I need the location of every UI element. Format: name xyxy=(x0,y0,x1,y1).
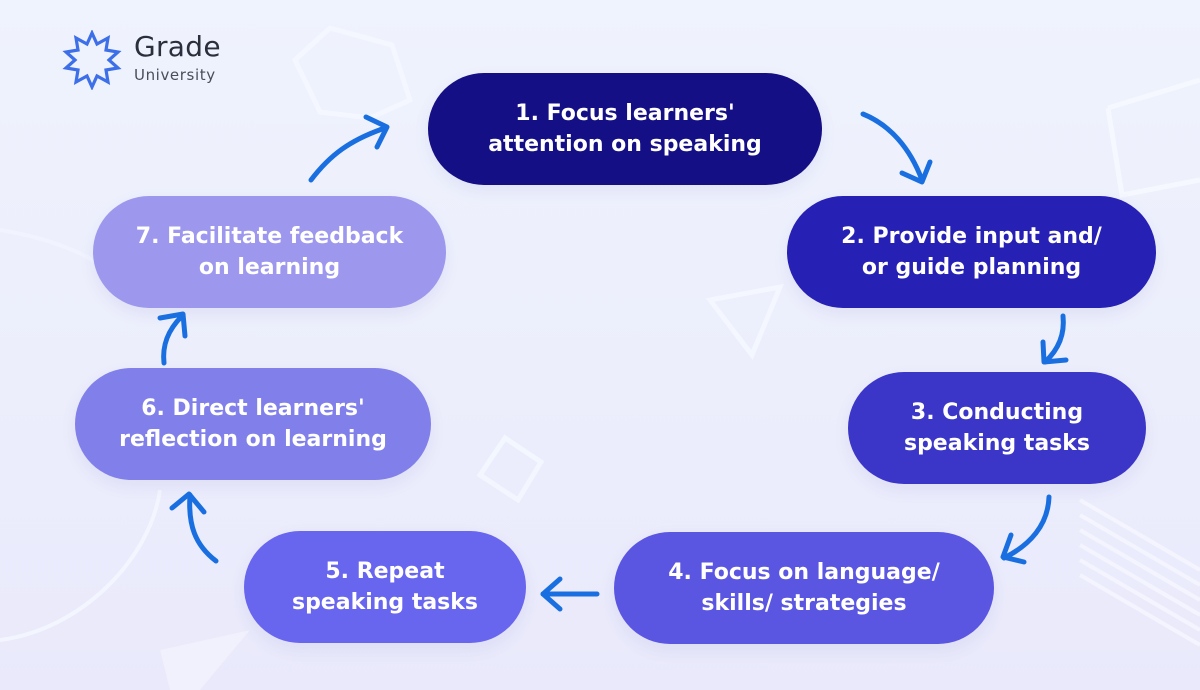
step-7-line2: on learning xyxy=(198,255,341,280)
curved-arrow-up-icon xyxy=(157,311,188,366)
step-6-line1: 6. Direct learners' xyxy=(141,396,365,421)
hexagon-outline-decoration xyxy=(291,25,414,121)
square-outline-decoration xyxy=(1105,77,1200,198)
step-5-line1: 5. Repeat xyxy=(325,559,445,584)
step-4-line1: 4. Focus on language/ xyxy=(668,560,940,585)
curved-arrow-up-right-icon xyxy=(308,114,390,183)
step-7-pill: 7. Facilitate feedback on learning xyxy=(93,196,446,308)
curved-arrow-down-right-icon xyxy=(860,111,933,185)
step-4-pill: 4. Focus on language/ skills/ strategies xyxy=(614,532,994,644)
light-triangle-decoration xyxy=(160,630,250,690)
brand-logo: Grade University xyxy=(62,30,221,90)
step-1-pill: 1. Focus learners' attention on speaking xyxy=(428,73,822,185)
diamond-outline-decoration xyxy=(476,434,545,504)
step-1-line1: 1. Focus learners' xyxy=(515,101,735,126)
step-4-line2: skills/ strategies xyxy=(701,591,907,616)
brand-name: Grade xyxy=(134,30,221,63)
curved-arrow-up-icon xyxy=(169,491,219,564)
step-2-line2: or guide planning xyxy=(861,255,1082,280)
arc-line-decoration xyxy=(0,489,162,642)
step-3-pill: 3. Conducting speaking tasks xyxy=(848,372,1146,484)
step-5-line2: speaking tasks xyxy=(291,590,479,615)
step-6-line2: reflection on learning xyxy=(119,427,387,452)
step-2-line1: 2. Provide input and/ xyxy=(841,224,1102,249)
arrow-left-icon xyxy=(540,576,600,612)
triangle-outline-decoration xyxy=(705,283,785,360)
starburst-icon xyxy=(62,30,122,90)
step-1-line2: attention on speaking xyxy=(488,132,762,157)
step-3-line2: speaking tasks xyxy=(903,431,1091,456)
step-6-pill: 6. Direct learners' reflection on learni… xyxy=(75,368,431,480)
step-7-line1: 7. Facilitate feedback xyxy=(135,224,404,249)
curved-arrow-down-left-icon xyxy=(1040,313,1069,365)
step-3-line1: 3. Conducting xyxy=(910,400,1084,425)
step-2-pill: 2. Provide input and/ or guide planning xyxy=(787,196,1156,308)
brand-subtitle: University xyxy=(134,66,216,84)
diagonal-stripes-decoration xyxy=(1078,498,1200,647)
curved-arrow-down-left-icon xyxy=(1000,494,1052,565)
step-5-pill: 5. Repeat speaking tasks xyxy=(244,531,526,643)
